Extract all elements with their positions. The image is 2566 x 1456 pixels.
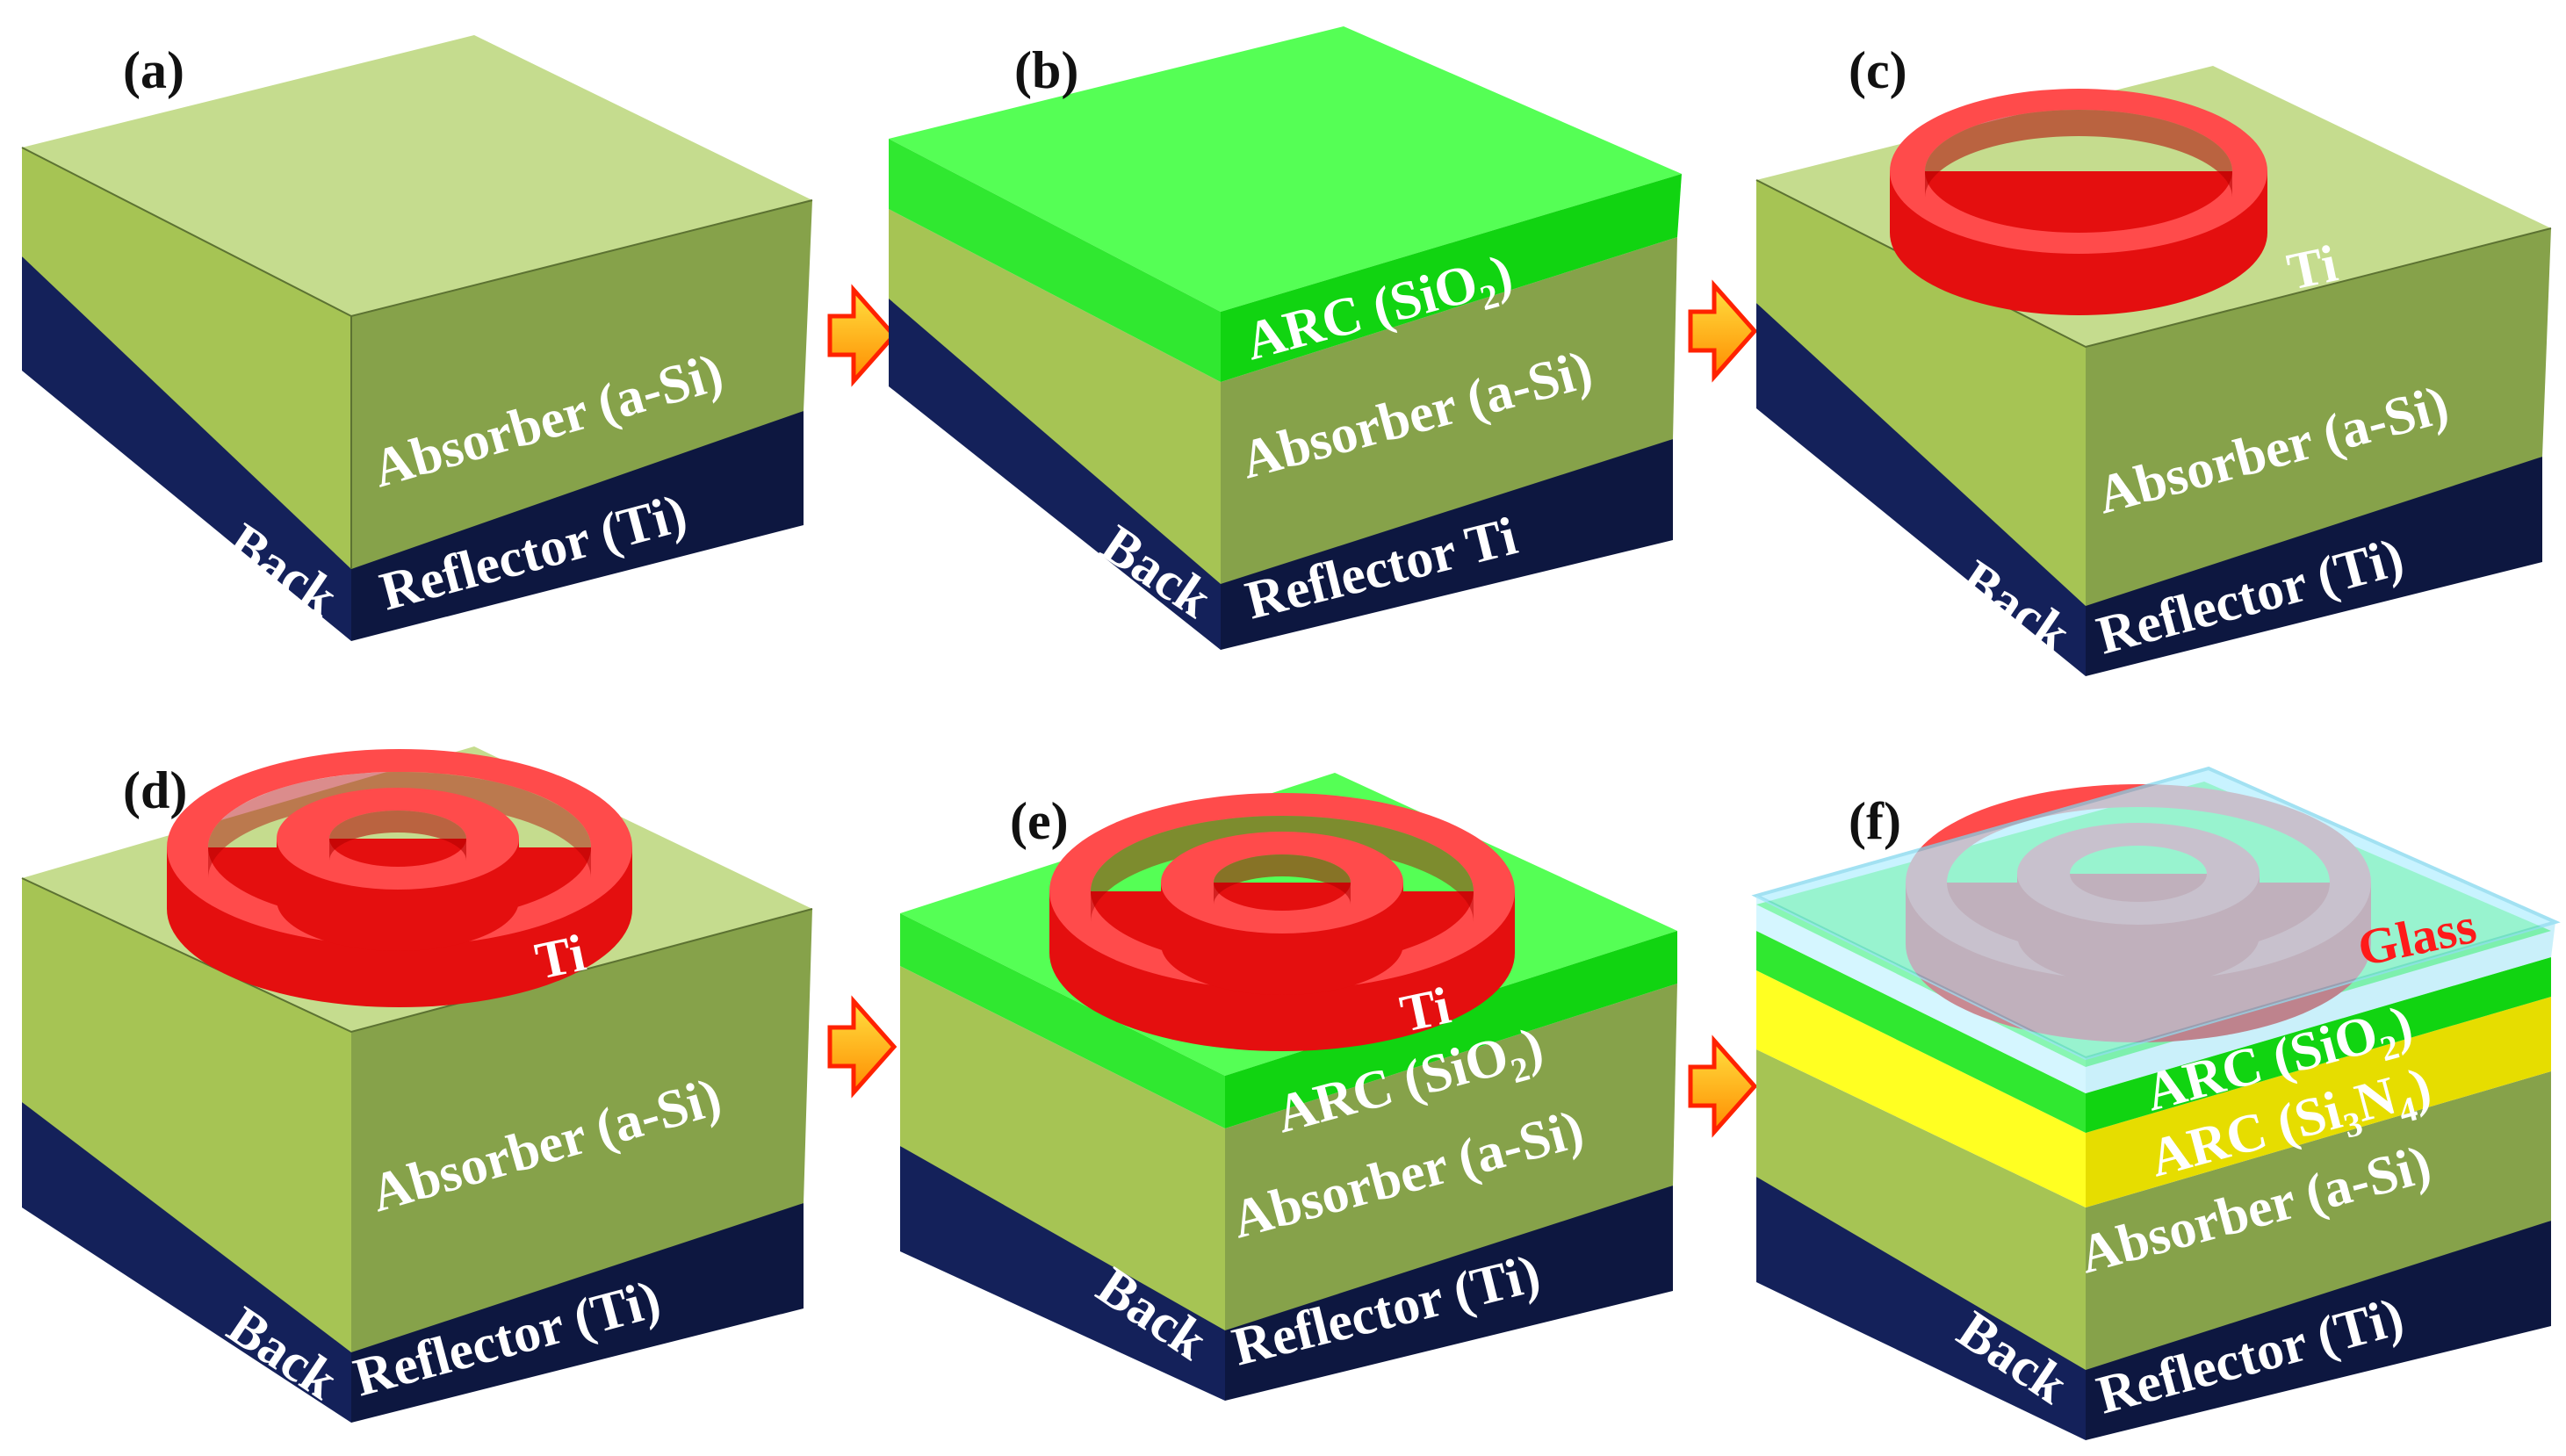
panel-label-b: (b): [1014, 41, 1078, 99]
absorber-front: [889, 209, 1221, 584]
glass-cover-front: [1756, 896, 2086, 1093]
arrow-right-icon: [1688, 279, 1758, 383]
panel-e: (e) Ti ARC (SiO2) Absorber (a-Si) Back R…: [900, 773, 1677, 1401]
panel-label-e: (e): [1010, 792, 1069, 850]
panel-c: (c) Ti Absorber (a-Si) Back Reflector (T…: [1755, 41, 2552, 676]
back-reflector-side: [351, 1203, 804, 1423]
arc-sio2-front: [889, 139, 1221, 382]
back-reflector-front: [900, 1146, 1225, 1401]
absorber-front: [1756, 1049, 2086, 1370]
back-reflector-front: [22, 1102, 351, 1423]
ti-ring-inner: [1161, 832, 1403, 995]
back-reflector-side: [1221, 439, 1673, 650]
panel-label-a: (a): [123, 41, 184, 99]
panel-d: (d) Ti Absorber (a-Si) Back Reflector (T…: [21, 746, 813, 1423]
arc-sio2-side: [1221, 174, 1682, 382]
arc-sio2-side: [1225, 931, 1677, 1128]
ti-ring-inner: [277, 788, 519, 951]
absorber-side: [1225, 984, 1677, 1330]
arc-sio2-front: [900, 913, 1225, 1128]
arrow-right-icon: [827, 995, 897, 1099]
absorber-side: [2086, 1071, 2551, 1370]
ti-label: Ti: [530, 924, 590, 991]
ti-ring-outer: [1890, 89, 2267, 315]
arrow-right-icon: [1688, 1034, 1758, 1138]
absorber-side: [2086, 228, 2551, 606]
absorber-side: [1221, 237, 1677, 584]
absorber-front: [22, 148, 351, 569]
back-reflector-side: [1225, 1186, 1673, 1401]
back-reflector-front: [889, 285, 1221, 650]
panel-f: (f) Glass ARC (SiO2) ARC (Si3N4) Absorbe…: [1751, 766, 2561, 1440]
arc-si3n4-side: [2086, 997, 2551, 1207]
back-reflector-side: [2086, 457, 2542, 676]
absorber-side: [351, 909, 812, 1352]
back-reflector-front: [1756, 303, 2086, 676]
arc-sio2-top: [889, 26, 1682, 312]
arrow-right-icon: [827, 284, 897, 387]
panel-label-c: (c): [1849, 41, 1907, 99]
ti-label: Ti: [2282, 234, 2342, 301]
absorber-side: [351, 200, 812, 569]
glass-cover-side: [2086, 922, 2555, 1093]
back-reflector-front: [22, 256, 351, 641]
absorber-front: [1756, 180, 2086, 606]
arc-sio2-side: [2086, 957, 2551, 1133]
arc-sio2-front: [1756, 931, 2086, 1133]
ti-label: Ti: [1395, 977, 1455, 1043]
arc-si3n4-front: [1756, 970, 2086, 1207]
back-reflector-side: [351, 411, 804, 641]
back-reflector-front: [1756, 1177, 2086, 1440]
panel-a: (a) Absorber (a-Si) Back Reflector (Ti): [21, 35, 813, 641]
panel-label-f: (f): [1849, 792, 1901, 850]
back-reflector-side: [2086, 1221, 2551, 1440]
absorber-top: [22, 35, 812, 316]
absorber-front: [900, 966, 1225, 1330]
absorber-front: [22, 878, 351, 1352]
panel-b: (b) ARC (SiO2) Absorber (a-Si) Back Refl…: [889, 26, 1682, 650]
panel-label-d: (d): [123, 761, 187, 819]
